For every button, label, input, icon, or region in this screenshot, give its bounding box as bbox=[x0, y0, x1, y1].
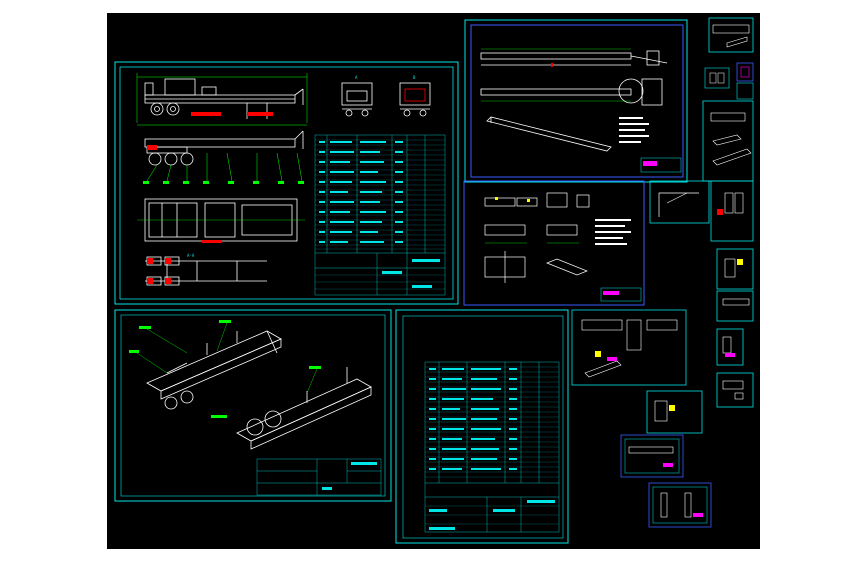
rail-notes bbox=[619, 117, 649, 143]
part-sheet[interactable] bbox=[708, 17, 754, 53]
view-label-a: A bbox=[355, 75, 358, 80]
leader-lines bbox=[146, 152, 303, 182]
part-sheet[interactable] bbox=[704, 67, 730, 89]
section-label-aa: A-A bbox=[187, 253, 195, 258]
part-sheet[interactable] bbox=[620, 434, 684, 478]
sheet-assembly-drawing[interactable]: A B bbox=[114, 61, 459, 305]
part-sheet[interactable] bbox=[716, 248, 754, 290]
sheet-rail-drawing[interactable] bbox=[464, 19, 688, 183]
isometric-leaders bbox=[136, 322, 318, 394]
plan-view bbox=[137, 198, 305, 242]
iso-title-block bbox=[256, 458, 382, 496]
bom-text-main bbox=[429, 368, 555, 530]
rail-beam bbox=[480, 52, 668, 96]
sheet-bom-drawing[interactable] bbox=[395, 309, 569, 544]
callout-red bbox=[191, 112, 221, 116]
side-view-dimensions bbox=[136, 73, 308, 126]
part-sheet[interactable] bbox=[710, 180, 754, 242]
detail-notes bbox=[595, 219, 631, 245]
bom-text-assembly bbox=[319, 141, 440, 288]
part-sheet[interactable] bbox=[571, 309, 687, 386]
sheet-detail-drawing[interactable] bbox=[463, 180, 645, 306]
title-block-rail bbox=[640, 157, 682, 173]
balloon-row bbox=[143, 181, 304, 184]
part-sheet[interactable] bbox=[736, 62, 754, 100]
bom-table-assembly bbox=[314, 134, 446, 296]
side-view bbox=[144, 78, 304, 119]
rail-isometric bbox=[486, 116, 612, 152]
side-view-2 bbox=[144, 130, 304, 166]
view-label-b: B bbox=[413, 75, 416, 80]
part-sheet[interactable] bbox=[716, 328, 744, 366]
callout-red bbox=[247, 112, 273, 116]
part-sheet[interactable] bbox=[716, 372, 754, 408]
bom-rows-assembly bbox=[315, 139, 445, 290]
isometric-lower-chassis bbox=[236, 367, 372, 450]
end-view-a bbox=[341, 82, 373, 117]
rail-section-view bbox=[618, 50, 663, 106]
isometric-tags bbox=[129, 320, 321, 418]
part-sheet[interactable] bbox=[649, 180, 710, 224]
drawing-svg[interactable]: A B bbox=[107, 13, 760, 549]
chassis-top-view bbox=[145, 256, 267, 286]
sheet-isometric-drawing[interactable] bbox=[114, 309, 392, 502]
bom-rows-main bbox=[425, 366, 559, 525]
callout-red bbox=[147, 145, 157, 150]
end-view-b bbox=[399, 82, 431, 117]
part-sheet[interactable] bbox=[646, 390, 703, 434]
cad-model-space[interactable]: A B bbox=[107, 13, 760, 549]
isometric-upper-chassis bbox=[146, 330, 282, 410]
title-block-highlight bbox=[643, 161, 657, 166]
rail-red-marks bbox=[551, 63, 553, 67]
callout-red bbox=[202, 240, 222, 243]
title-block-detail bbox=[600, 287, 642, 302]
part-sheet[interactable] bbox=[648, 482, 712, 528]
chassis-red-axles bbox=[147, 258, 171, 284]
iso-title-marks bbox=[322, 462, 377, 490]
rail-dimension-lines bbox=[481, 48, 631, 102]
detail-parts bbox=[484, 192, 590, 283]
sheet-part-sheets[interactable] bbox=[571, 17, 754, 528]
part-sheet[interactable] bbox=[702, 100, 754, 182]
detail-highlights bbox=[495, 197, 530, 202]
part-sheet[interactable] bbox=[716, 290, 754, 322]
title-block-highlight bbox=[603, 291, 619, 295]
